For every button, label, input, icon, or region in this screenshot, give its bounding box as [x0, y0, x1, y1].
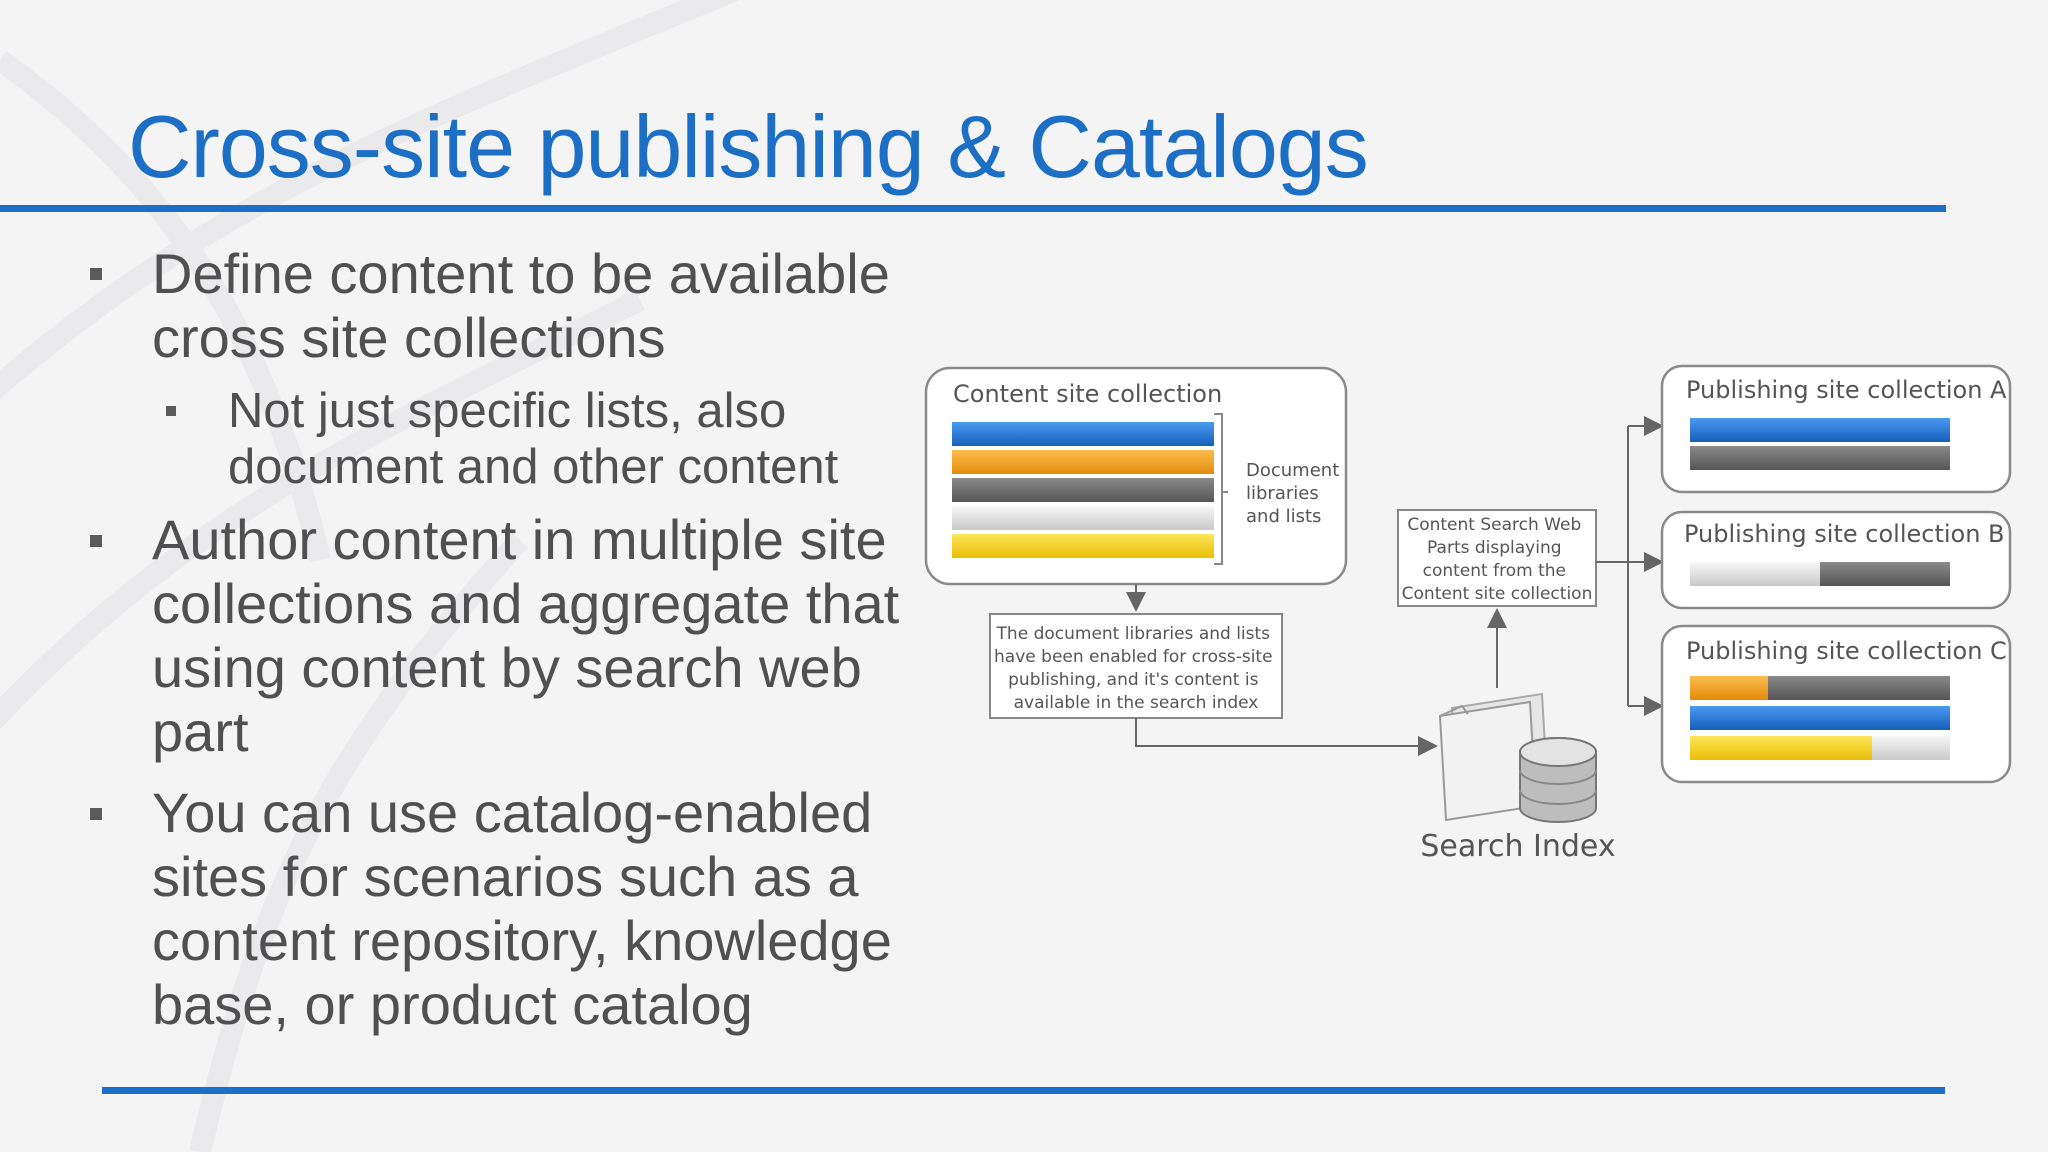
csw-note-line-3: content from the [1423, 561, 1566, 581]
doc-libs-line-3: and lists [1246, 506, 1321, 527]
pub-c-bar-2-blue [1690, 706, 1950, 730]
content-site-label: Content site collection [953, 380, 1222, 408]
content-bar-gray [952, 478, 1214, 502]
bullet-2-line-3: using content by search web [152, 636, 862, 699]
content-bar-silver [952, 506, 1214, 530]
content-site-collection: Content site collection Document librari… [924, 366, 1348, 586]
pub-c-bar-1-orange [1690, 676, 1768, 700]
content-bar-orange [952, 450, 1214, 474]
svg-text:Content Search Web Parts: Content Search Web Parts displaying cont… [1402, 515, 1593, 604]
doc-libs-line-1: Document [1246, 460, 1339, 481]
slide-title: Cross-site publishing & Catalogs [128, 97, 1369, 196]
content-bar-yellow [952, 534, 1214, 558]
bullet-2-line-1: Author content in multiple site [152, 508, 887, 571]
doc-libs-line-2: libraries [1246, 483, 1319, 504]
footer-divider [102, 1087, 1945, 1094]
pub-a-bar-blue [1690, 418, 1950, 442]
bullet-3-line-4: base, or product catalog [152, 973, 753, 1036]
bullet-1-line-1: Define content to be available [152, 242, 890, 305]
bracket [1214, 413, 1228, 565]
search-index-icon [1438, 692, 1597, 823]
sub-bullet-marker [166, 406, 176, 416]
bullet-marker [90, 268, 102, 280]
bullet-item-2: Author content in multiple site collecti… [152, 508, 899, 764]
enabled-note-line-1: The document libraries and lists [996, 624, 1271, 644]
connector-trunk [1596, 426, 1629, 706]
enabled-note-line-2: have been enabled for cross-site [994, 647, 1273, 667]
csw-note-line-2: Parts displaying [1427, 538, 1561, 558]
bullet-3-line-3: content repository, knowledge [152, 909, 892, 972]
bullet-marker [90, 808, 102, 820]
sub-bullet-line-2: document and other content [228, 440, 839, 494]
pub-a-label: Publishing site collection A [1686, 376, 2007, 404]
arrow-note-to-index [1135, 718, 1438, 756]
pub-c-bar-3-yellow [1690, 736, 1872, 760]
publishing-site-a: Publishing site collection A [1660, 364, 2012, 494]
pub-b-bar-silver [1690, 562, 1820, 586]
svg-text:Document libraries: Document libraries and lists [1246, 460, 1345, 527]
bullet-2-line-4: part [152, 700, 249, 763]
pub-a-bar-gray [1690, 446, 1950, 470]
csw-note-line-1: Content Search Web [1407, 515, 1581, 535]
bullet-3-line-2: sites for scenarios such as a [152, 845, 859, 908]
svg-text:The document libraries and lis: The document libraries and lists have be… [994, 624, 1278, 713]
bullet-item-3: You can use catalog-enabled sites for sc… [152, 781, 892, 1037]
bullet-marker [90, 535, 102, 547]
csw-note-line-4: Content site collection [1402, 584, 1593, 604]
enabled-note-line-3: publishing, and it's content is [1008, 670, 1258, 690]
search-index-label: Search Index [1420, 829, 1615, 864]
enabled-note-box: The document libraries and lists have be… [989, 613, 1283, 719]
content-bar-blue [952, 422, 1214, 446]
publishing-site-c: Publishing site collection C [1660, 624, 2012, 784]
bullet-2-line-2: collections and aggregate that [152, 572, 900, 635]
bullet-3-line-1: You can use catalog-enabled [152, 781, 873, 844]
csw-note-box: Content Search Web Parts displaying cont… [1397, 509, 1597, 607]
enabled-note-line-4: available in the search index [1014, 693, 1259, 713]
bullet-list: Define content to be available cross sit… [0, 0, 960, 1152]
pub-c-label: Publishing site collection C [1686, 637, 2007, 665]
bullet-1-line-2: cross site collections [152, 306, 666, 369]
bullet-item-1: Define content to be available cross sit… [152, 242, 890, 370]
sub-bullet-item-1: Not just specific lists, also document a… [228, 383, 838, 495]
publishing-site-b: Publishing site collection B [1660, 510, 2012, 610]
title-divider [0, 205, 1946, 212]
sub-bullet-line-1: Not just specific lists, also [228, 384, 787, 438]
pub-b-label: Publishing site collection B [1684, 520, 2005, 548]
